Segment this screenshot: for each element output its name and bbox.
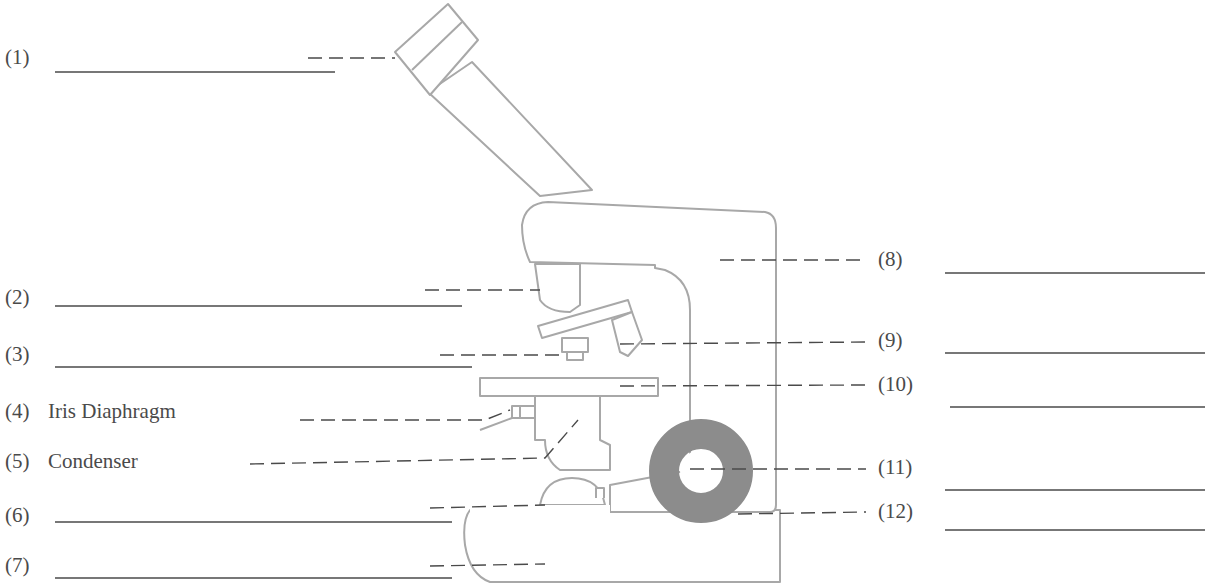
part-name: Condenser <box>48 450 138 473</box>
callout-number: (7) <box>5 554 30 577</box>
part-name: Iris Diaphragm <box>48 400 176 423</box>
callout-number: (3) <box>5 343 30 366</box>
callout-number: (2) <box>5 286 30 309</box>
callout-number: (1) <box>5 46 30 69</box>
callout-number: (10) <box>878 373 913 396</box>
callout-number: (9) <box>878 329 903 352</box>
callout-number: (8) <box>878 248 903 271</box>
callout-number: (4) <box>5 400 30 423</box>
callout-number: (5) <box>5 450 30 473</box>
callout-number: (12) <box>878 500 913 523</box>
callout-number: (6) <box>5 504 30 527</box>
callout-number: (11) <box>878 456 912 479</box>
